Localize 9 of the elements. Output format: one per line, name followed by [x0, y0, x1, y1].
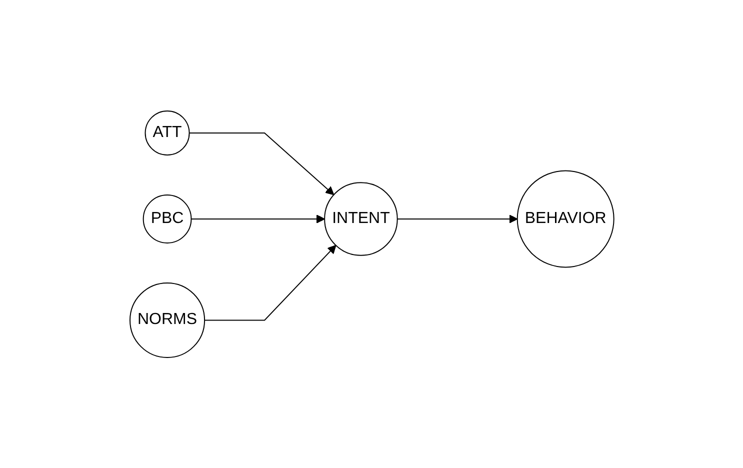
arrow: [190, 214, 325, 224]
node-circle: BEHAVIOR: [516, 170, 614, 268]
node-circle: PBC: [142, 194, 192, 244]
arrow: [396, 214, 518, 224]
node-circle: NORMS: [129, 282, 205, 358]
arrow: [204, 244, 336, 320]
arrow: [188, 132, 334, 195]
node-circle: ATT: [144, 110, 190, 156]
node-circle: INTENT: [324, 182, 398, 256]
